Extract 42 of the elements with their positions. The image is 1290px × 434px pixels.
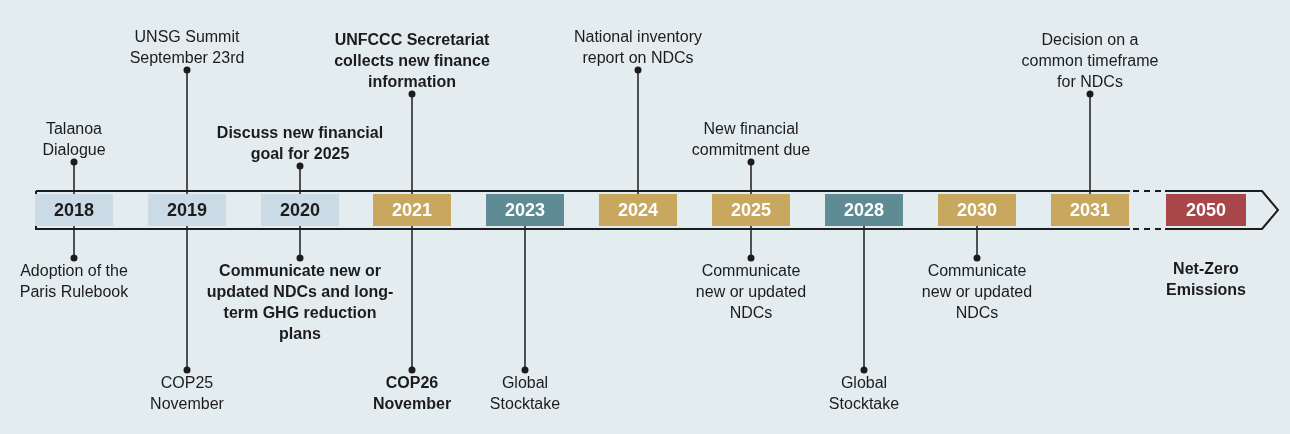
annotation-text: Communicate new or updated NDCs [915,260,1039,323]
annotation-text: Communicate new or updated NDCs and long-term GHG reduction plans [205,260,395,344]
leader-line [860,225,868,374]
leader-line [70,158,78,195]
annotation-text: National inventory report on NDCs [553,26,723,68]
year-marker: 2023 [486,194,564,226]
leader-line [296,162,304,195]
year-marker: 2021 [373,194,451,226]
leader-line [973,225,981,262]
leader-line [521,225,529,374]
year-marker: 2019 [148,194,226,226]
leader-line [1086,90,1094,195]
leader-line [408,90,416,195]
annotation-text: COP25 November [137,372,237,414]
annotation-text: Adoption of the Paris Rulebook [4,260,144,302]
annotation-text: Net-Zero Emissions [1165,259,1247,300]
year-marker: 2050 [1166,194,1246,226]
leader-line [70,225,78,262]
annotation-text: UNSG Summit September 23rd [117,26,257,68]
year-marker: 2020 [261,194,339,226]
leader-line [747,225,755,262]
annotation-text: Discuss new financial goal for 2025 [200,122,400,164]
year-marker: 2030 [938,194,1016,226]
annotation-text: Talanoa Dialogue [29,118,119,160]
annotation-text: Global Stocktake [475,372,575,414]
year-marker: 2028 [825,194,903,226]
annotation-text: Decision on a common timeframe for NDCs [1015,29,1165,92]
leader-line [634,66,642,195]
year-marker: 2031 [1051,194,1129,226]
leader-line [408,225,416,374]
leader-line [747,158,755,195]
annotation-text: Global Stocktake [814,372,914,414]
annotation-text: COP26 November [362,372,462,414]
annotation-text: New financial commitment due [671,118,831,160]
leader-line [296,225,304,262]
leader-line [183,66,191,195]
year-marker: 2025 [712,194,790,226]
year-marker: 2018 [35,194,113,226]
leader-line [183,225,191,374]
year-marker: 2024 [599,194,677,226]
annotation-text: UNFCCC Secretariat collects new finance information [317,29,507,92]
annotation-text: Communicate new or updated NDCs [689,260,813,323]
